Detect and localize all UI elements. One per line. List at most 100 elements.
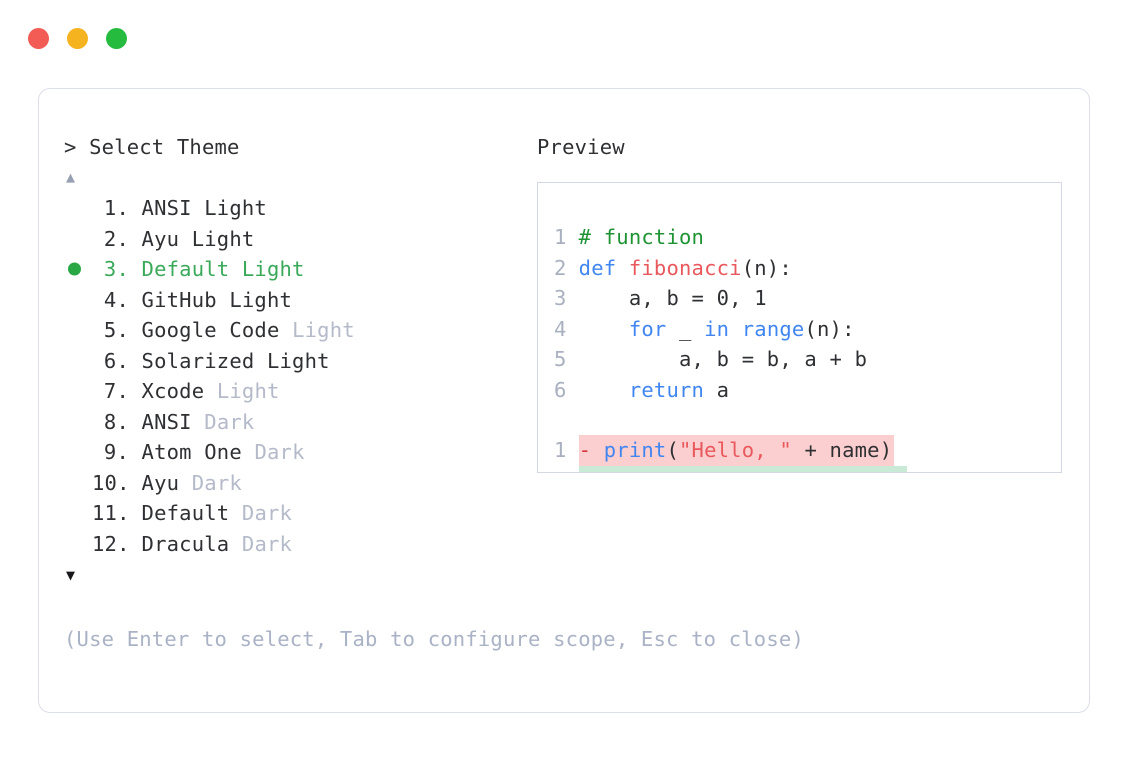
code-token: _ <box>666 316 705 341</box>
line-number: 1 <box>554 225 567 249</box>
code-token: in range <box>704 316 805 341</box>
scroll-up-arrow-icon[interactable]: ▲ <box>66 168 76 186</box>
code-token: # function <box>578 225 705 249</box>
theme-list-item[interactable]: 2. Ayu Light <box>64 224 534 255</box>
theme-item-number: 6. <box>103 348 130 373</box>
theme-item-label: ANSI Light <box>129 196 267 220</box>
theme-item-label: Ayu Light <box>129 226 255 251</box>
code-token: "Hello, " <box>679 438 792 462</box>
code-token: ( <box>666 438 680 462</box>
code-line: 4 for _ in range(n): <box>538 314 1061 345</box>
theme-list-item[interactable]: 5. Google Code Light <box>64 315 534 346</box>
code-line: 1 # function <box>538 222 1061 253</box>
scroll-down-arrow-icon[interactable]: ▼ <box>66 566 76 584</box>
diff-highlight: + print(f"Hello, {name}!") <box>578 465 907 473</box>
theme-item-label: Google Code <box>129 318 293 342</box>
diff-sign: + <box>579 469 604 473</box>
theme-item-label: Solarized Light <box>129 348 330 373</box>
theme-item-number: 11. <box>92 501 130 525</box>
code-line: 6 return a <box>538 375 1061 406</box>
theme-list-item[interactable]: 1. ANSI Light <box>64 193 534 224</box>
selected-bullet-icon <box>68 262 81 276</box>
theme-item-number: 3. <box>103 257 130 281</box>
code-token: + name) <box>791 438 893 462</box>
code-token: print <box>603 438 667 462</box>
theme-item-number: 10. <box>92 470 130 495</box>
theme-item-variant: Light <box>216 379 280 403</box>
close-dot[interactable] <box>28 28 49 49</box>
code-token: return <box>628 377 705 402</box>
line-number: 5 <box>554 347 567 371</box>
theme-item-label: Default <box>129 501 242 525</box>
code-token: for <box>628 316 667 341</box>
theme-item-label: Dracula <box>129 531 242 556</box>
code-token: (n): <box>804 316 855 341</box>
line-number: 4 <box>554 316 567 341</box>
theme-list-item[interactable]: 8. ANSI Dark <box>64 407 534 438</box>
theme-item-label: Default Light <box>129 257 305 281</box>
theme-item-number: 7. <box>103 379 130 403</box>
code-line: 3 a, b = 0, 1 <box>538 283 1061 314</box>
theme-list-item[interactable]: 4. GitHub Light <box>64 285 534 316</box>
code-token: a, b = b, a + b <box>578 347 868 371</box>
theme-item-variant: Light <box>292 318 355 342</box>
line-number: 2 <box>554 255 567 280</box>
theme-item-label: Xcode <box>129 379 217 403</box>
theme-item-label: GitHub Light <box>129 287 293 312</box>
code-token: f"Hello, {name}!" <box>679 469 892 473</box>
code-spacer <box>538 405 1061 435</box>
maximize-dot[interactable] <box>106 28 127 49</box>
minimize-dot[interactable] <box>67 28 88 49</box>
theme-item-number: 9. <box>103 440 130 464</box>
diff-line-add: 1 + print(f"Hello, {name}!") <box>538 465 1061 473</box>
diff-line-del: 1- print("Hello, " + name) <box>538 435 1061 466</box>
theme-item-number: 4. <box>103 287 130 312</box>
keyboard-hint: (Use Enter to select, Tab to configure s… <box>64 627 804 651</box>
code-token <box>579 317 629 341</box>
theme-list-item[interactable]: 11. Default Dark <box>64 498 534 529</box>
diff-highlight: - print("Hello, " + name) <box>578 435 895 466</box>
code-token: ) <box>892 469 905 473</box>
line-number: 6 <box>554 377 567 402</box>
theme-item-variant: Dark <box>204 409 255 434</box>
theme-item-label: Ayu <box>129 470 192 495</box>
theme-item-variant: Dark <box>254 440 305 464</box>
theme-item-variant: Dark <box>191 470 242 495</box>
theme-list-item[interactable]: 9. Atom One Dark <box>64 437 534 468</box>
code-token: (n): <box>741 255 792 280</box>
theme-item-number: 12. <box>92 531 130 556</box>
code-token: a <box>704 377 730 402</box>
theme-item-variant: Dark <box>241 501 293 525</box>
code-token: ( <box>666 469 679 473</box>
theme-item-variant: Dark <box>241 531 293 556</box>
theme-item-label: Atom One <box>129 440 255 464</box>
code-token: fibonacci <box>628 255 742 280</box>
theme-list-item[interactable]: 6. Solarized Light <box>64 346 534 377</box>
prompt-label: > Select Theme <box>64 135 240 159</box>
theme-item-number: 1. <box>103 196 130 220</box>
theme-item-number: 8. <box>103 409 130 434</box>
preview-title: Preview <box>537 135 625 159</box>
code-token: a, b = 0, 1 <box>578 286 767 310</box>
code-line: 5 a, b = b, a + b <box>538 344 1061 375</box>
window-controls <box>28 28 127 49</box>
theme-list-item[interactable]: 12. Dracula Dark <box>64 529 534 560</box>
theme-list-item[interactable]: 3. Default Light <box>64 254 534 285</box>
theme-item-number: 5. <box>103 318 130 342</box>
line-number: 3 <box>554 286 567 310</box>
code-token: print <box>604 469 667 473</box>
theme-list-item[interactable]: 10. Ayu Dark <box>64 468 534 499</box>
theme-item-number: 2. <box>103 226 130 251</box>
diff-sign: - <box>578 438 604 462</box>
theme-list-item[interactable]: 7. Xcode Light <box>64 376 534 407</box>
theme-item-label: ANSI <box>129 409 205 434</box>
code-line: 2 def fibonacci(n): <box>538 253 1061 284</box>
code-token: def <box>578 255 629 280</box>
line-number: 1 <box>554 438 567 462</box>
line-number: 1 <box>554 466 566 473</box>
